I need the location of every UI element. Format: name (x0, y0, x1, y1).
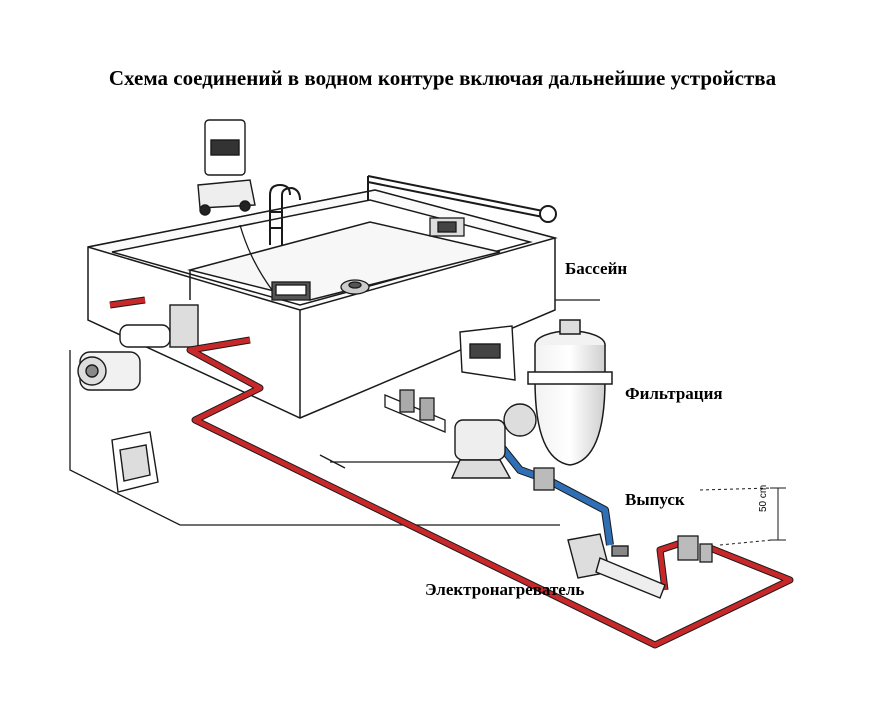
diagram-title: Схема соединений в водном контуре включа… (108, 66, 777, 90)
floor-drain (340, 279, 370, 295)
pool-basin (87, 189, 558, 419)
switch-box (111, 431, 159, 493)
return-valve (677, 535, 713, 563)
label-heater: Электронагреватель (425, 580, 585, 599)
label-outlet: Выпуск (625, 490, 685, 509)
electric-heater (567, 533, 666, 599)
sand-filter-tank (527, 319, 613, 466)
label-height-mark: 50 cm (758, 484, 769, 512)
skimmer (429, 217, 465, 237)
label-pool: Бассейн (565, 259, 628, 278)
pool-cleaner-robot (239, 224, 311, 301)
outlet-valve (533, 467, 555, 491)
wall-pump (77, 304, 199, 391)
filter-control-panel (459, 325, 516, 381)
label-filtration: Фильтрация (625, 384, 723, 403)
cover-roller (367, 175, 557, 223)
cold-outlet-pipe (496, 442, 614, 546)
suction-pipe (384, 389, 446, 433)
height-dimension (699, 487, 786, 546)
pool-ladder (269, 183, 301, 245)
cleaner-control-unit (197, 119, 256, 216)
filter-pump (450, 403, 537, 479)
